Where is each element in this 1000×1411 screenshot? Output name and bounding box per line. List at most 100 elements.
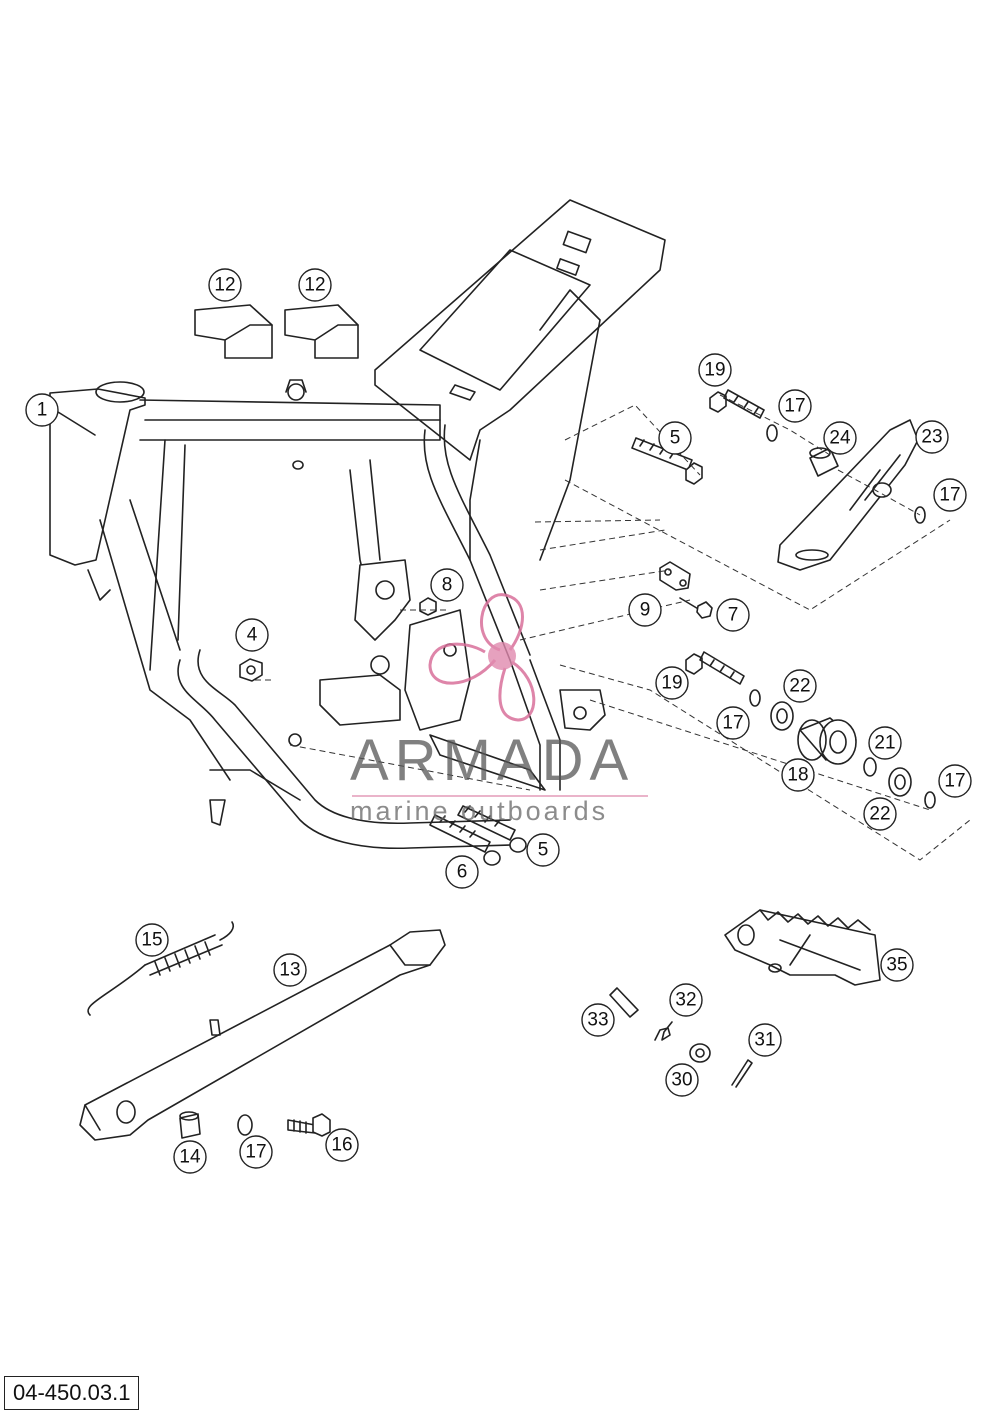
callout-7-label: 7	[728, 605, 739, 626]
pin-part-33	[609, 987, 639, 1018]
callout-17e-label: 17	[245, 1142, 266, 1163]
callout-31: 31	[748, 1023, 782, 1057]
frame-pad-left	[194, 304, 273, 359]
callout-14: 14	[173, 1140, 207, 1174]
callout-12a-label: 12	[214, 275, 235, 296]
watermark-tagline: marine outboards	[350, 796, 608, 826]
callout-24: 24	[823, 421, 857, 455]
bushing-part-14	[179, 1111, 201, 1139]
bushing-part-22-right	[888, 767, 912, 797]
nut-part-4	[239, 658, 263, 682]
callout-35: 35	[880, 948, 914, 982]
callout-17b-label: 17	[939, 485, 960, 506]
callout-13-label: 13	[279, 960, 300, 981]
callout-5b-label: 5	[538, 840, 549, 861]
figure-code-box: 04-450.03.1	[4, 1376, 140, 1410]
spring-part-15	[87, 921, 235, 1016]
callout-4: 4	[235, 618, 269, 652]
roller-part-18	[797, 717, 857, 765]
callout-17c-label: 17	[722, 713, 743, 734]
callout-6: 6	[445, 855, 479, 889]
callout-19b: 19	[655, 666, 689, 700]
callout-35-label: 35	[886, 955, 907, 976]
callout-19a-label: 19	[704, 360, 725, 381]
callout-16: 16	[325, 1128, 359, 1162]
callout-19b-label: 19	[661, 673, 682, 694]
callout-9: 9	[628, 593, 662, 627]
callout-21: 21	[868, 726, 902, 760]
callout-30: 30	[665, 1063, 699, 1097]
clip-part-9	[659, 561, 691, 591]
callout-17b: 17	[933, 478, 967, 512]
callout-5b: 5	[526, 833, 560, 867]
bolt-part-5-lower	[457, 805, 527, 853]
callout-12b-label: 12	[304, 275, 325, 296]
washer-part-17-pedal	[914, 506, 926, 524]
callout-17a: 17	[778, 389, 812, 423]
callout-18: 18	[781, 758, 815, 792]
callout-1: 1	[25, 393, 96, 436]
callout-22a: 22	[783, 669, 817, 703]
watermark-brand: ARMADA	[350, 728, 634, 793]
callout-1-label: 1	[37, 400, 48, 421]
callout-12a: 12	[208, 268, 242, 302]
callout-17a-label: 17	[784, 396, 805, 417]
bolt-part-16	[287, 1113, 331, 1137]
washer-part-17-upper	[766, 424, 778, 442]
callout-22b-label: 22	[869, 804, 890, 825]
cotter-pin-part-31	[731, 1059, 753, 1088]
bolt-part-19-lower	[685, 651, 745, 685]
callout-30-label: 30	[671, 1070, 692, 1091]
callout-17e: 17	[239, 1135, 273, 1169]
callout-8: 8	[430, 568, 464, 602]
callout-4-label: 4	[247, 625, 258, 646]
callout-6-label: 6	[457, 862, 468, 883]
callout-15: 15	[135, 923, 169, 957]
washer-part-17-stand	[237, 1114, 253, 1136]
callout-7: 7	[716, 598, 750, 632]
washer-part-30	[689, 1043, 711, 1063]
callout-5a-label: 5	[670, 428, 681, 449]
callout-9-label: 9	[640, 600, 651, 621]
spring-part-32	[654, 1021, 673, 1041]
callout-16-label: 16	[331, 1135, 352, 1156]
figure-code: 04-450.03.1	[13, 1380, 131, 1405]
callout-31-label: 31	[754, 1030, 775, 1051]
callout-18-label: 18	[787, 765, 808, 786]
callout-17c: 17	[716, 706, 750, 740]
callout-8-label: 8	[442, 575, 453, 596]
screw-part-7	[679, 597, 713, 619]
brake-pedal-part-23	[777, 419, 919, 571]
callout-24-label: 24	[829, 428, 851, 449]
callout-21-label: 21	[874, 733, 895, 754]
callout-22a-label: 22	[789, 676, 810, 697]
bolt-part-19-upper	[709, 389, 765, 419]
side-stand-part-13	[79, 929, 446, 1141]
frame-pad-right	[284, 304, 359, 359]
main-frame	[49, 199, 666, 850]
spacer-part-24	[809, 447, 839, 477]
bolt-part-5-upper	[631, 437, 703, 485]
callout-33-label: 33	[587, 1010, 608, 1031]
washer-part-17-lower	[749, 689, 761, 707]
callout-23-label: 23	[921, 427, 942, 448]
callout-33: 33	[581, 1003, 615, 1037]
watermark-logo	[428, 593, 536, 722]
callout-19a: 19	[698, 353, 732, 387]
footpeg-part-35	[724, 909, 881, 986]
watermark: ARMADA marine outboards	[350, 593, 648, 826]
callout-17d-label: 17	[944, 771, 965, 792]
callout-14-label: 14	[179, 1147, 201, 1168]
bolt-part-6	[429, 814, 501, 866]
callout-23: 23	[915, 420, 949, 454]
callout-22b: 22	[863, 797, 897, 831]
washer-part-17-roller	[924, 791, 936, 809]
nut-part-8	[419, 597, 437, 616]
callout-15-label: 15	[141, 930, 162, 951]
callout-13: 13	[273, 953, 307, 987]
bushing-part-22-left	[770, 701, 794, 731]
callout-32-label: 32	[675, 990, 696, 1011]
callout-12b: 12	[298, 268, 332, 302]
callout-5a: 5	[658, 421, 692, 455]
